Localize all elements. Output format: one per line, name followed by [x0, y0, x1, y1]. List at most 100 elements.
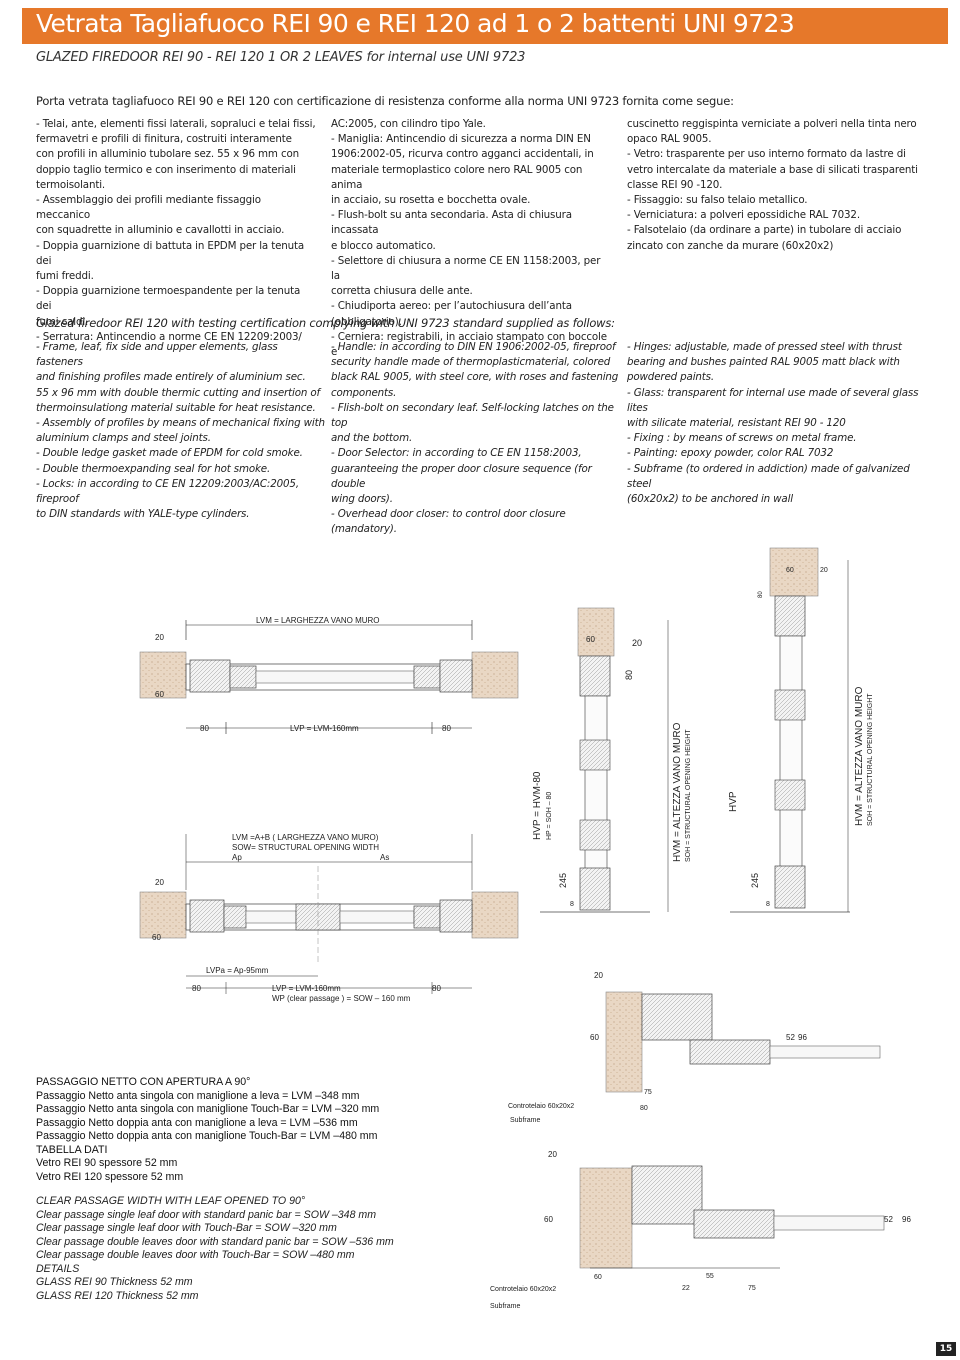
- italian-column-3: cuscinetto reggispinta verniciate a polv…: [627, 117, 927, 254]
- dimension-label: 8: [766, 901, 770, 908]
- leaf-profile: [223, 905, 247, 929]
- leaf-profile: [229, 665, 257, 689]
- dimension-label: 75: [748, 1285, 756, 1292]
- text-line: opaco RAL 9005.: [627, 133, 712, 146]
- text-line: con squadrette in alluminio e cavallotti…: [36, 224, 285, 237]
- dimension-label: 80: [192, 984, 201, 993]
- dimension-label: As: [380, 853, 389, 862]
- text-line: - Fixing : by means of screws on metal f…: [627, 432, 857, 445]
- glass-panel: [769, 1045, 881, 1059]
- text-line: - Telai, ante, elementi fissi laterali, …: [36, 118, 316, 130]
- wall-section: [579, 1167, 633, 1269]
- text-line: AC:2005, con cilindro tipo Yale.: [331, 118, 486, 130]
- dimension-label: 96: [798, 1033, 807, 1042]
- text-line: to DIN standards with YALE-type cylinder…: [36, 508, 250, 521]
- text-line: security handle made of thermoplasticmat…: [331, 356, 611, 369]
- dimension-label: 80: [624, 670, 634, 680]
- text-line: - Flish-bolt on secondary leaf. Self-loc…: [331, 401, 614, 430]
- text-line: - Double ledge gasket made of EPDM for c…: [36, 447, 303, 460]
- text-line: - Chiudiporta aereo: per l’autochiusura …: [331, 300, 572, 313]
- leaf-profile: [689, 1039, 771, 1065]
- page-number: 15: [936, 1342, 956, 1356]
- text-line: aluminium clamps and steel joints.: [36, 432, 211, 445]
- dimension-label: Ap: [232, 853, 242, 862]
- text-line: - Locks: in according to CE EN 12209:200…: [36, 477, 299, 506]
- wall-section-left: [139, 891, 187, 939]
- text-line: - Handle: in according to DIN EN 1906:20…: [331, 341, 616, 353]
- text-line: e blocco automatico.: [331, 239, 436, 252]
- frame-profile-left: [189, 899, 225, 933]
- text-line: - Serratura: Antincendio a norme CE EN 1…: [36, 330, 302, 343]
- passage-table-italian: PASSAGGIO NETTO CON APERTURA A 90° Passa…: [36, 1076, 379, 1184]
- wall-lintel: [577, 607, 615, 657]
- page-title: Vetrata Tagliafuoco REI 90 e REI 120 ad …: [36, 9, 795, 38]
- text-line: Clear passage single leaf door with Touc…: [36, 1222, 337, 1234]
- label: Subframe: [490, 1303, 520, 1310]
- italian-column-1: - Telai, ante, elementi fissi laterali, …: [36, 117, 316, 345]
- text-line: - Subframe (to ordered in addiction) mad…: [627, 462, 910, 490]
- text-line: classe REI 90 -120.: [627, 178, 723, 191]
- dimension-label: 60: [594, 1274, 602, 1281]
- text-line: (60x20x2) to be anchored in wall: [627, 493, 794, 506]
- dimension-label: 20: [632, 638, 642, 648]
- dimension-label: WP (clear passage ) = SOW – 160 mm: [272, 994, 411, 1003]
- dimension-label: 52: [884, 1215, 893, 1224]
- glass-panel: [245, 910, 297, 924]
- text-line: doppio taglio termico e con inserimento …: [36, 163, 296, 176]
- top-frame-profile: [774, 595, 806, 637]
- leaf-profile: [413, 665, 441, 689]
- frame-profile-left: [189, 659, 231, 693]
- text-line: - Painting: epoxy powder, color RAL 7032: [627, 447, 834, 460]
- text-line: - Maniglia: Antincendio di sicurezza a n…: [331, 133, 591, 146]
- text-line: Passaggio Netto doppia anta con maniglio…: [36, 1130, 378, 1142]
- text-line: guaranteeing the proper door closure seq…: [331, 462, 592, 490]
- text-line: Passaggio Netto anta singola con manigli…: [36, 1089, 360, 1102]
- dimension-label: 80: [442, 724, 451, 733]
- text-line: - Cerniera: registrabili, in acciaio sta…: [331, 330, 607, 359]
- dimension-label: HVM = ALTEZZA VANO MURO: [854, 686, 865, 826]
- text-line: Vetro REI 120 spessore 52 mm: [36, 1170, 184, 1183]
- text-line: - Fissaggio: su falso telaio metallico.: [627, 194, 808, 207]
- dimension-label: SOH = STRUCTURAL OPENING HEIGHT: [867, 693, 874, 826]
- dimension-label: 245: [750, 873, 760, 888]
- text-line: - Hinges: adjustable, made of pressed st…: [627, 341, 902, 353]
- text-line: zincato con zanche da murare (60x20x2): [627, 239, 834, 252]
- leaf-profile: [413, 905, 441, 929]
- text-line: PASSAGGIO NETTO CON APERTURA A 90°: [36, 1076, 251, 1088]
- dimension-label: 60: [590, 1033, 599, 1042]
- dimension-label: 60: [586, 635, 595, 644]
- text-line: thermoinsulationg material suitable for …: [36, 401, 316, 414]
- wall-lintel: [769, 547, 819, 597]
- dimension-label: LVPa = Ap-95mm: [206, 966, 269, 975]
- text-line: - Falsotelaio (da ordinare a parte) in t…: [627, 224, 902, 237]
- text-line: black RAL 9005, with steel core, with ro…: [331, 371, 619, 384]
- text-line: 55 x 96 mm with double thermic cutting a…: [36, 386, 320, 399]
- transom-profile: [774, 689, 806, 721]
- rail-profile: [579, 819, 611, 851]
- dimension-label: LVP = LVM-160mm: [290, 724, 359, 733]
- glass-panel: [339, 910, 415, 924]
- frame-profile: [641, 993, 713, 1041]
- text-line: corretta chiusura delle ante.: [331, 285, 473, 298]
- dimension-label: 80: [432, 984, 441, 993]
- text-line: (obbligatorio).: [331, 315, 402, 328]
- text-line: termoisolanti.: [36, 178, 106, 191]
- dimension-label: LVP = LVM-160mm: [272, 984, 341, 993]
- dimension-label: HVP: [728, 791, 739, 812]
- label: Controtelaio 60x20x2: [508, 1103, 574, 1110]
- text-line: - Flush-bolt su anta secondaria. Asta di…: [331, 209, 572, 237]
- dimension-label: 55: [706, 1273, 714, 1280]
- text-line: Clear passage double leaves door with st…: [36, 1235, 394, 1248]
- frame-profile-right: [439, 899, 473, 933]
- dimension-label: LVM =A+B ( LARGHEZZA VANO MURO): [232, 833, 379, 842]
- text-line: - Frame, leaf, fix side and upper elemen…: [36, 341, 278, 369]
- dimension-label: HP = SOH – 80: [546, 792, 553, 840]
- technical-drawings: LVM = LARGHEZZA VANO MURO 20 60 80 LVP =…: [139, 547, 911, 1310]
- dimension-label: 20: [594, 971, 603, 980]
- wall-section-right: [471, 891, 519, 939]
- profile-detail-lower: 20 60 52 96 Controtelaio 60x20x2 Subfram…: [490, 1150, 911, 1310]
- rail-profile: [774, 779, 806, 811]
- frame-profile-right: [439, 659, 473, 693]
- text-line: and finishing profiles made entirely of …: [36, 371, 306, 384]
- wall-section-left: [139, 651, 187, 699]
